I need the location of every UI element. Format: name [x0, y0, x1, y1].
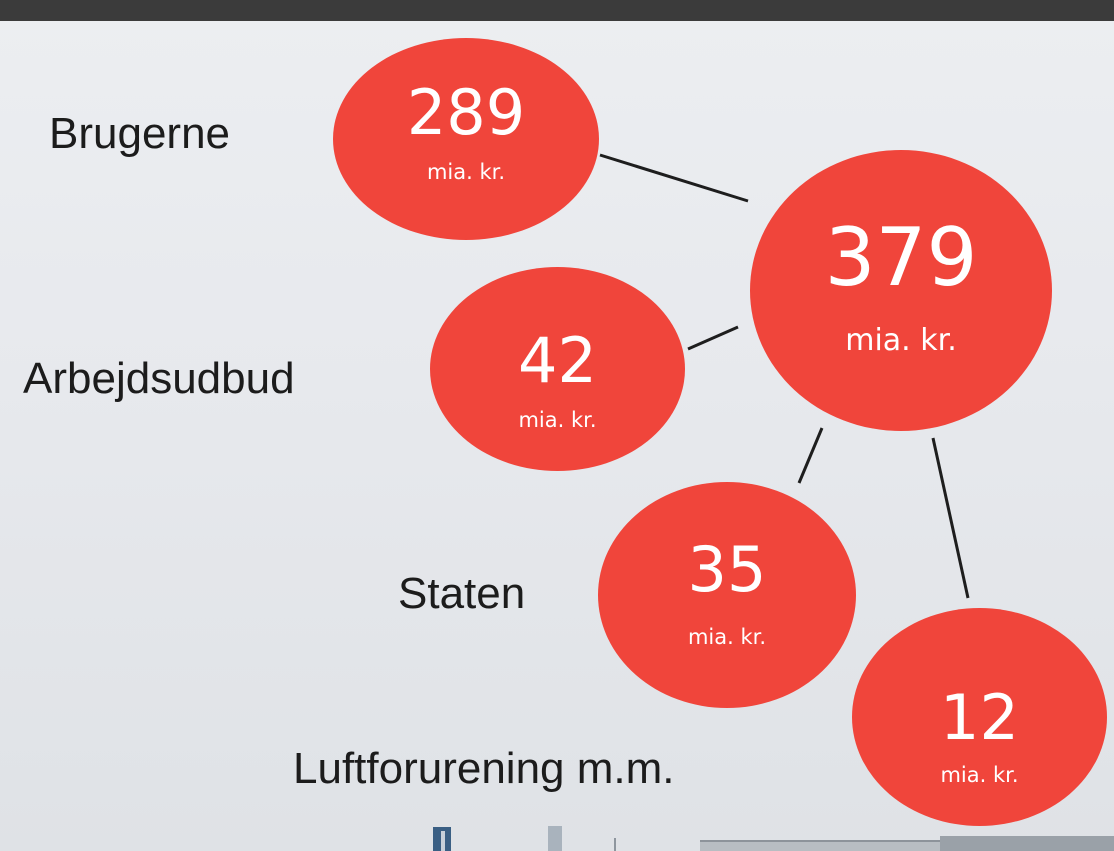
bubble-luftforurening: 12 mia. kr.: [852, 608, 1107, 826]
unit-luftforurening: mia. kr.: [940, 763, 1019, 787]
unit-arbejdsudbud: mia. kr.: [518, 408, 597, 432]
value-luftforurening: 12: [940, 681, 1019, 754]
unit-total: mia. kr.: [845, 323, 957, 358]
bubble-total: 379 mia. kr.: [750, 150, 1052, 431]
connector-staten: [797, 427, 824, 484]
connector-arbejdsudbud: [687, 325, 739, 351]
bubble-staten: 35 mia. kr.: [598, 482, 856, 708]
value-arbejdsudbud: 42: [518, 324, 597, 397]
connector-brugerne: [599, 153, 749, 203]
value-total: 379: [824, 211, 978, 304]
label-arbejdsudbud: Arbejdsudbud: [23, 354, 295, 403]
top-bar: [0, 0, 1114, 21]
label-staten: Staten: [398, 569, 526, 618]
value-brugerne: 289: [406, 76, 526, 149]
unit-staten: mia. kr.: [687, 625, 767, 649]
label-brugerne: Brugerne: [49, 109, 231, 158]
unit-brugerne: mia. kr.: [426, 160, 506, 184]
bubble-arbejdsudbud: 42 mia. kr.: [430, 267, 685, 471]
connector-luftforurening: [931, 437, 970, 599]
label-luftforurening: Luftforurening m.m.: [293, 744, 675, 793]
background-skyline: [433, 826, 1114, 851]
bubble-brugerne: 289 mia. kr.: [333, 38, 599, 240]
value-staten: 35: [687, 533, 767, 606]
